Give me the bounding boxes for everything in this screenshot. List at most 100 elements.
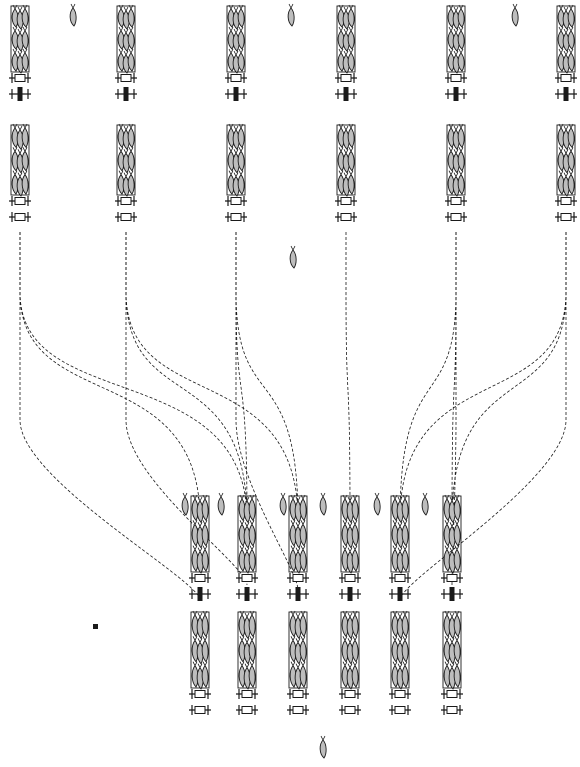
specimen-tip <box>347 496 353 502</box>
specimen-leaf <box>391 614 399 638</box>
box-marker <box>14 74 26 82</box>
stray-specimen <box>279 492 287 516</box>
specimen-tip <box>249 661 255 667</box>
specimen-tip <box>342 610 348 616</box>
specimen-tip <box>192 545 198 551</box>
specimen-leaf <box>289 614 297 638</box>
specimen-tip <box>397 522 403 528</box>
specimen-tip <box>343 149 349 155</box>
specimen-leaf <box>238 614 246 638</box>
specimen-leaf <box>453 523 461 547</box>
box-marker <box>292 690 304 698</box>
specimen-tip <box>454 520 460 526</box>
specimen-tip <box>342 520 348 526</box>
specimen-leaf <box>457 8 465 28</box>
specimen-tip <box>288 3 294 9</box>
specimen-tip <box>300 494 306 500</box>
specimen-column <box>445 4 467 101</box>
specimen-leaf <box>557 8 565 28</box>
specimen-tip <box>192 661 198 667</box>
specimen-leaf <box>201 523 209 547</box>
specimen-tip <box>392 520 398 526</box>
specimen-leaf <box>557 30 565 50</box>
specimen-leaf <box>227 8 235 28</box>
specimen-leaf <box>401 664 409 688</box>
specimen-tip <box>12 123 18 129</box>
specimen-leaf <box>401 639 409 663</box>
stray-specimen <box>511 3 519 27</box>
specimen-tip <box>347 663 353 669</box>
specimen-leaf <box>557 173 565 195</box>
specimen-column <box>335 123 357 222</box>
specimen-tip <box>342 545 348 551</box>
specimen-tip <box>348 4 354 10</box>
dark-marker <box>123 87 129 101</box>
specimen-leaf <box>351 498 359 522</box>
specimen-column <box>389 610 411 715</box>
specimen-leaf <box>248 614 256 638</box>
specimen-tip <box>128 170 134 176</box>
specimen-leaf <box>127 173 135 195</box>
specimen-leaf <box>341 664 349 688</box>
specimen-tip <box>338 170 344 176</box>
specimen-leaf <box>191 523 199 547</box>
specimen-tip <box>568 123 574 129</box>
specimen-leaf <box>11 30 19 50</box>
specimen-tip <box>449 663 455 669</box>
specimen-tip <box>397 612 403 618</box>
specimen-tip <box>454 661 460 667</box>
specimen-leaf <box>319 496 327 516</box>
specimen-tip <box>244 547 250 553</box>
dashed-link <box>399 232 567 601</box>
specimen-tip <box>128 4 134 10</box>
specimen-tip <box>123 50 129 56</box>
specimen-tip <box>454 636 460 642</box>
specimen-tip <box>249 545 255 551</box>
box-marker <box>292 706 304 714</box>
specimen-tip <box>347 638 353 644</box>
specimen-leaf <box>21 173 29 195</box>
specimen-leaf <box>447 127 455 149</box>
specimen-tip <box>239 494 245 500</box>
dashed-link <box>451 232 567 521</box>
specimen-tip <box>233 6 239 12</box>
specimen-leaf <box>447 8 455 28</box>
box-marker <box>344 690 356 698</box>
specimen-tip <box>558 4 564 10</box>
specimen-column <box>9 123 31 222</box>
specimen-tip <box>402 494 408 500</box>
specimen-tip <box>238 170 244 176</box>
specimen-leaf <box>299 548 307 572</box>
specimen-leaf <box>127 52 135 72</box>
specimen-leaf <box>341 639 349 663</box>
stray-specimen <box>289 245 297 269</box>
specimen-tip <box>228 170 234 176</box>
specimen-tip <box>17 50 23 56</box>
specimen-tip <box>300 520 306 526</box>
specimen-tip <box>202 610 208 616</box>
specimen-tip <box>342 636 348 642</box>
specimen-leaf <box>567 52 575 72</box>
specimen-tip <box>300 636 306 642</box>
box-marker <box>14 213 26 221</box>
specimen-column <box>236 494 258 601</box>
specimen-tip <box>343 172 349 178</box>
specimen-tip <box>352 636 358 642</box>
specimen-tip <box>290 610 296 616</box>
specimen-leaf <box>279 496 287 516</box>
specimen-column <box>339 610 361 715</box>
specimen-tip <box>295 496 301 502</box>
specimen-column <box>555 4 577 101</box>
specimen-column <box>287 610 309 715</box>
box-marker <box>344 574 356 582</box>
box-marker <box>446 690 458 698</box>
specimen-tip <box>352 610 358 616</box>
specimen-leaf <box>217 496 225 516</box>
specimen-leaf <box>341 498 349 522</box>
specimen-leaf <box>347 30 355 50</box>
specimen-tip <box>239 661 245 667</box>
specimen-tip <box>202 661 208 667</box>
specimen-tip <box>453 149 459 155</box>
stray-specimens <box>69 3 519 759</box>
specimen-leaf <box>391 664 399 688</box>
